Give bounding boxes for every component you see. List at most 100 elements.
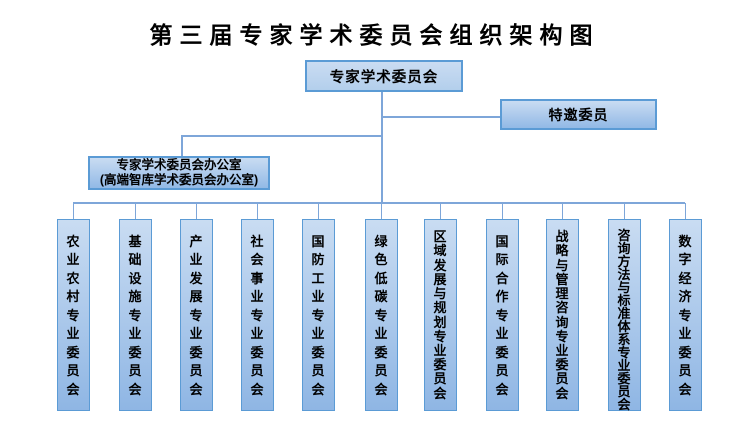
committee-label-char: 会 [311,381,325,397]
committee-label-char: 员 [250,363,264,378]
committee-label-char: 规 [433,300,447,316]
committee-label-char: 业 [311,289,325,304]
committee-label-char: 专 [617,345,631,360]
committee-label-char: 业 [495,326,509,341]
committee-label-char: 专 [189,307,203,323]
committee-label-char: 员 [433,371,447,387]
committee-label-char: 员 [128,363,142,378]
connector-drop-4 [256,203,258,220]
node-label: 专家学术委员会 [329,69,439,86]
committee-label-char: 业 [374,326,388,341]
committee-label-char: 业 [250,289,264,304]
committee-label-char: 与 [555,257,569,273]
committee-box-strategy-management: 战略与管理咨询专业委员会 [545,219,579,411]
committee-box-defense-industry: 国防工业专业委员会 [301,219,335,411]
committee-box-consulting-standards: 咨询方法与标准体系专业委员会 [607,219,641,412]
committee-label-char: 专 [555,328,569,344]
committee-label-char: 碳 [374,289,388,304]
committee-label-char: 设 [128,270,142,286]
committee-label-char: 会 [555,385,569,401]
committee-label-char: 咨 [617,228,631,243]
committee-label-char: 员 [374,363,388,378]
connector-drop-11 [684,203,686,220]
committee-box-digital-economy: 数字经济专业委员会 [668,219,702,411]
committee-box-regional-planning: 区域发展与规划专业委员会 [423,219,457,411]
committee-box-agriculture-rural: 农业农村专业委员会 [56,219,90,411]
committee-label-char: 战 [555,229,569,245]
committee-label-char: 员 [678,363,692,378]
committee-label-char: 业 [433,342,447,358]
committee-label-char: 准 [617,306,631,321]
committee-label-char: 员 [66,363,80,378]
connector-drop-2 [134,203,136,220]
committee-label-char: 管 [555,271,569,287]
committee-label-char: 会 [66,381,80,397]
committee-label-char: 村 [66,289,80,304]
committee-label-char: 经 [678,270,692,286]
connector-bus-horizontal [73,202,685,204]
committee-label-char: 作 [495,289,509,304]
committee-label-char: 济 [678,289,692,304]
committee-label-char: 略 [555,243,569,259]
committee-label-char: 业 [128,326,142,341]
committee-label-char: 字 [678,252,692,267]
node-special-invited-members: 特邀委员 [500,99,657,130]
committee-label-char: 会 [128,381,142,397]
committee-label-char: 基 [128,233,142,249]
committee-label-char: 业 [66,326,80,341]
committee-label-char: 咨 [555,300,569,316]
committee-label-char: 专 [495,307,509,323]
committee-label-char: 色 [374,252,388,267]
committee-label-char: 业 [189,252,203,267]
node-label: 特邀委员 [548,106,609,123]
committee-label-char: 会 [678,381,692,397]
committee-label-char: 方 [617,254,631,269]
committee-label-char: 与 [433,286,447,302]
committee-label-char: 业 [66,252,80,267]
connector-drop-3 [195,203,197,220]
node-label-line2: (高端智库学术委员会办公室) [99,173,259,187]
committee-label-char: 事 [250,270,264,286]
committee-label-char: 会 [495,381,509,397]
committee-label-char: 产 [189,233,203,249]
committee-label-char: 合 [495,270,509,286]
committee-label-char: 工 [311,270,325,286]
committee-label-char: 法 [617,267,631,282]
committee-label-char: 础 [128,252,142,267]
committee-label-char: 区 [433,229,447,245]
committee-label-char: 低 [374,270,388,286]
committee-label-char: 员 [189,363,203,378]
committee-label-char: 农 [66,270,80,286]
connector-special-horizontal [382,116,500,118]
committee-label-char: 与 [617,280,631,295]
committee-label-char: 委 [189,344,203,360]
committee-label-char: 询 [555,314,569,330]
committee-label-char: 施 [128,289,142,304]
committee-label-char: 专 [250,307,264,323]
committee-label-char: 会 [374,381,388,397]
committee-label-char: 委 [678,344,692,360]
node-label-line1: 专家学术委员会办公室 [116,158,242,172]
committee-label-char: 会 [189,381,203,397]
committee-box-international-coop: 国际合作专业委员会 [485,219,519,411]
committee-box-social-affairs: 社会事业专业委员会 [240,219,274,411]
committee-label-char: 员 [555,371,569,387]
committee-label-char: 展 [433,271,447,287]
committee-label-char: 会 [617,397,631,412]
committee-label-char: 专 [374,307,388,323]
connector-drop-7 [439,203,441,220]
committee-label-char: 委 [495,344,509,360]
connector-trunk-vertical [381,92,383,203]
committee-label-char: 会 [433,385,447,401]
committee-label-char: 员 [495,363,509,378]
committee-box-green-low-carbon: 绿色低碳专业委员会 [364,219,398,411]
committee-label-char: 委 [311,344,325,360]
committee-label-char: 理 [555,286,569,302]
node-expert-academic-committee: 专家学术委员会 [305,60,463,92]
committee-label-char: 数 [678,233,692,249]
committee-label-char: 委 [374,344,388,360]
committee-label-char: 国 [495,233,509,249]
committee-label-char: 会 [250,381,264,397]
committee-label-char: 委 [555,357,569,373]
committee-label-char: 发 [189,270,203,286]
